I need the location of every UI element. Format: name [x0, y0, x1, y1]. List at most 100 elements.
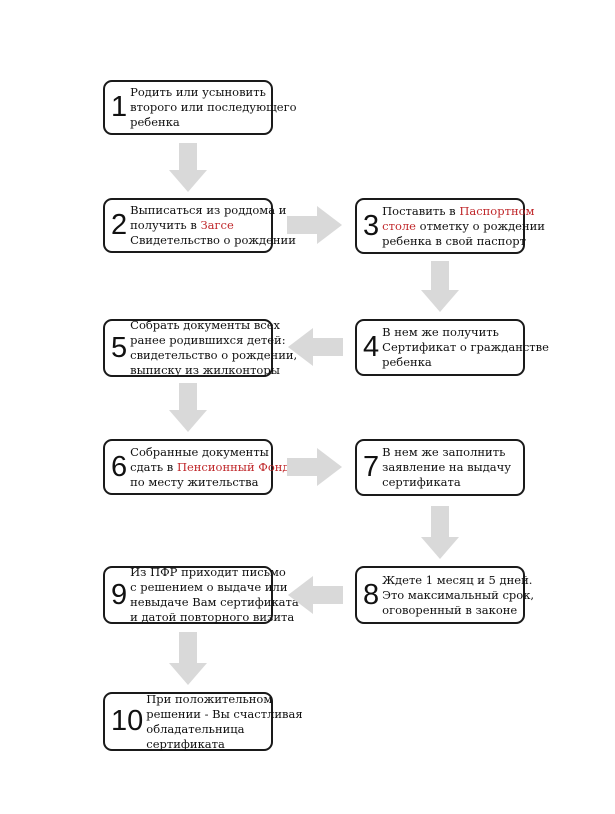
step-text-line: Это максимальный срок, — [382, 588, 534, 603]
highlighted-place-name: столе — [382, 218, 416, 233]
step-text-line: Собрать документы всех — [130, 318, 297, 333]
arrow-down-1-to-2 — [169, 143, 207, 192]
step-text-segment: Выписаться из роддома и — [130, 203, 287, 217]
arrow-left-8-to-9 — [288, 576, 343, 614]
step-text-segment: с решением о выдаче или — [130, 580, 288, 594]
step-5-number: 5 — [111, 331, 128, 364]
step-text-segment: оговоренный в законе — [382, 602, 518, 617]
step-text-segment: Это максимальный срок, — [382, 587, 535, 602]
step-text-segment: Ждете 1 месяц и 5 дней. — [382, 572, 533, 587]
step-text-line: В нем же получить — [382, 325, 549, 340]
step-text-segment: сертификата — [146, 736, 225, 751]
step-text-line: свидетельство о рождении, — [130, 348, 297, 363]
step-3-number: 3 — [363, 209, 380, 242]
step-text-segment: свидетельство о рождении, — [130, 348, 298, 362]
step-6-number: 6 — [111, 450, 128, 483]
step-10-number: 10 — [111, 705, 144, 737]
highlighted-place-name: Пенсионный Фонд — [176, 459, 290, 474]
step-text-segment: Собранные документы — [130, 444, 269, 459]
step-text-segment: В нем же заполнить — [382, 445, 506, 459]
step-text-segment: заявление на выдачу — [382, 460, 512, 474]
arrow-right-2-to-3 — [287, 206, 342, 244]
step-8-box: 8 Ждете 1 месяц и 5 дней.Это максимальны… — [355, 566, 534, 624]
step-text-line: Ждете 1 месяц и 5 дней. — [382, 573, 534, 588]
step-2-number: 2 — [111, 209, 128, 241]
arrow-down-5-to-6 — [169, 383, 207, 432]
step-text-segment: выписку из жилконторы — [130, 363, 280, 377]
step-text-line: Собранные документы — [130, 445, 289, 460]
step-text-line: ребенка в свой паспорт — [382, 234, 545, 249]
step-text-line: с решением о выдаче или — [130, 580, 299, 595]
step-text-segment: Из ПФР приходит письмо — [130, 565, 286, 579]
arrow-down-9-to-10 — [169, 632, 207, 685]
step-text-segment: сдать в — [130, 459, 177, 474]
step-text-segment: решении - Вы счастливая — [146, 706, 303, 721]
step-8-number: 8 — [363, 578, 380, 611]
step-text-segment: ребенка — [382, 355, 432, 369]
step-text-line: Из ПФР приходит письмо — [130, 565, 299, 580]
step-text-line: по месту жительства — [130, 475, 289, 490]
step-text-segment: ранее родившихся детей: — [130, 333, 286, 347]
arrow-left-4-to-5 — [288, 328, 343, 366]
highlighted-place-name: Загсе — [200, 218, 234, 232]
arrow-right-6-to-7 — [287, 448, 342, 486]
step-text-segment: Свидетельство о рождении — [130, 233, 296, 247]
step-text-segment: получить в — [130, 218, 201, 232]
step-text-segment: Родить или усыновить — [130, 85, 266, 99]
step-text-line: решении - Вы счастливая — [146, 707, 302, 722]
step-text-line: выписку из жилконторы — [130, 363, 297, 378]
arrow-down-7-to-8 — [421, 506, 459, 559]
step-text-segment: и датой повторного визита — [130, 610, 295, 624]
step-4-number: 4 — [363, 331, 380, 363]
step-text-segment: ребенка в свой паспорт — [382, 233, 526, 248]
step-text-line: Выписаться из роддома и — [130, 203, 296, 218]
step-1-number: 1 — [111, 91, 128, 123]
step-text-segment: невыдаче Вам сертификата — [130, 595, 299, 609]
step-9-number: 9 — [111, 578, 128, 611]
step-text-line: оговоренный в законе — [382, 603, 534, 618]
step-text-line: получить в Загсе — [130, 218, 296, 233]
step-text-line: и датой повторного визита — [130, 610, 299, 625]
step-text-line: столе отметку о рождении — [382, 219, 545, 234]
step-text-segment: сертификата — [382, 475, 461, 489]
step-text-line: невыдаче Вам сертификата — [130, 595, 299, 610]
step-text-line: сертификата — [382, 475, 511, 490]
step-text-line: В нем же заполнить — [382, 445, 511, 460]
step-text-line: Родить или усыновить — [130, 85, 296, 100]
step-text-line: сертификата — [146, 737, 302, 752]
step-text-segment: Собрать документы всех — [130, 318, 281, 332]
step-text-line: ранее родившихся детей: — [130, 333, 297, 348]
step-text-line: второго или последующего — [130, 100, 296, 115]
step-text-segment: отметку о рождении — [415, 218, 545, 233]
step-text-line: заявление на выдачу — [382, 460, 511, 475]
arrow-down-3-to-4 — [421, 261, 459, 312]
step-text-segment: Поставить в — [382, 203, 460, 218]
step-text-segment: второго или последующего — [130, 100, 297, 114]
step-text-line: Сертификат о гражданстве — [382, 340, 549, 355]
step-text-segment: При положительном — [146, 691, 273, 706]
step-text-segment: ребенка — [130, 115, 180, 129]
step-text-line: сдать в Пенсионный Фонд — [130, 460, 289, 475]
step-8-text: Ждете 1 месяц и 5 дней.Это максимальный … — [382, 573, 534, 618]
step-text-line: ребенка — [382, 355, 549, 370]
step-7-number: 7 — [363, 451, 380, 483]
step-text-segment: по месту жительства — [130, 474, 259, 489]
